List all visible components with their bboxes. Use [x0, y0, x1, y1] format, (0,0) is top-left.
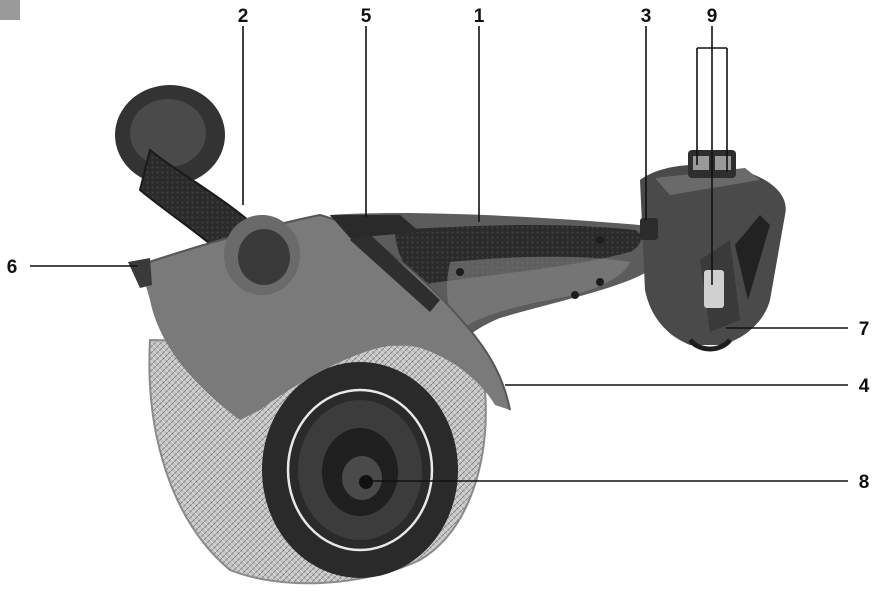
lock-button-5	[330, 215, 420, 238]
callout-5: 5	[361, 6, 372, 27]
callout-8: 8	[859, 472, 870, 493]
leader-lines	[30, 26, 848, 482]
callout-2: 2	[238, 6, 249, 27]
corner-tab	[0, 0, 20, 20]
lever-6	[128, 258, 152, 288]
callout-9: 9	[707, 6, 718, 27]
callout-1: 1	[474, 6, 485, 27]
drum-hub	[262, 362, 458, 578]
callout-4: 4	[859, 376, 870, 397]
protective-guard	[139, 213, 511, 420]
callout-7: 7	[859, 319, 870, 340]
tool-body	[330, 213, 664, 365]
switch-3	[640, 218, 658, 240]
battery-pack	[640, 150, 786, 352]
callout-3: 3	[641, 6, 652, 27]
callout-6: 6	[7, 257, 18, 278]
